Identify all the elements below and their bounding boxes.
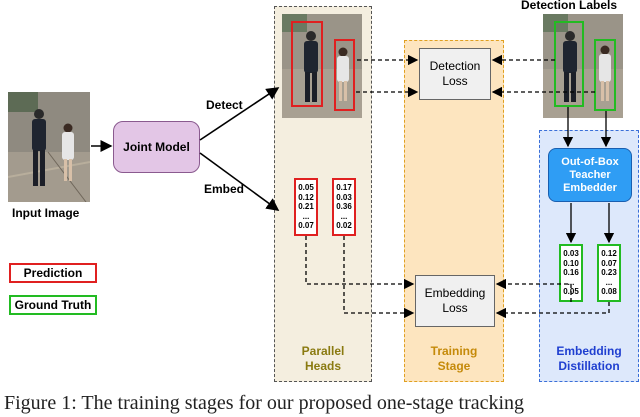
embed-label: Embed <box>204 182 245 196</box>
input-image-label: Input Image <box>12 206 80 220</box>
detect-label: Detect <box>206 98 243 112</box>
parallel-heads-title: Parallel Heads <box>301 344 345 373</box>
embedding-loss-label: Embedding Loss <box>424 286 486 315</box>
joint-model-label: Joint Model <box>123 140 190 154</box>
figure-caption: Figure 1: The training stages for our pr… <box>4 392 525 414</box>
legend-prediction: Prediction <box>9 263 97 283</box>
teacher-embedder-box: Out-of-Box Teacher Embedder <box>548 148 632 202</box>
detection-loss-box: Detection Loss <box>419 48 491 100</box>
teacher-embedder-label: Out-of-Box Teacher Embedder <box>561 155 619 194</box>
input-image <box>8 92 90 202</box>
detection-labels-title: Detection Labels <box>521 0 618 12</box>
training-stage-title: Training Stage <box>430 344 478 373</box>
embedding-loss-box: Embedding Loss <box>415 275 495 327</box>
joint-model-box: Joint Model <box>113 121 200 173</box>
detection-output-image <box>282 14 362 118</box>
legend-ground-truth: Ground Truth <box>9 295 97 315</box>
detection-labels-image <box>543 14 623 118</box>
embedding-distillation-title: Embedding Distillation <box>556 344 622 373</box>
detection-loss-label: Detection Loss <box>429 59 481 88</box>
